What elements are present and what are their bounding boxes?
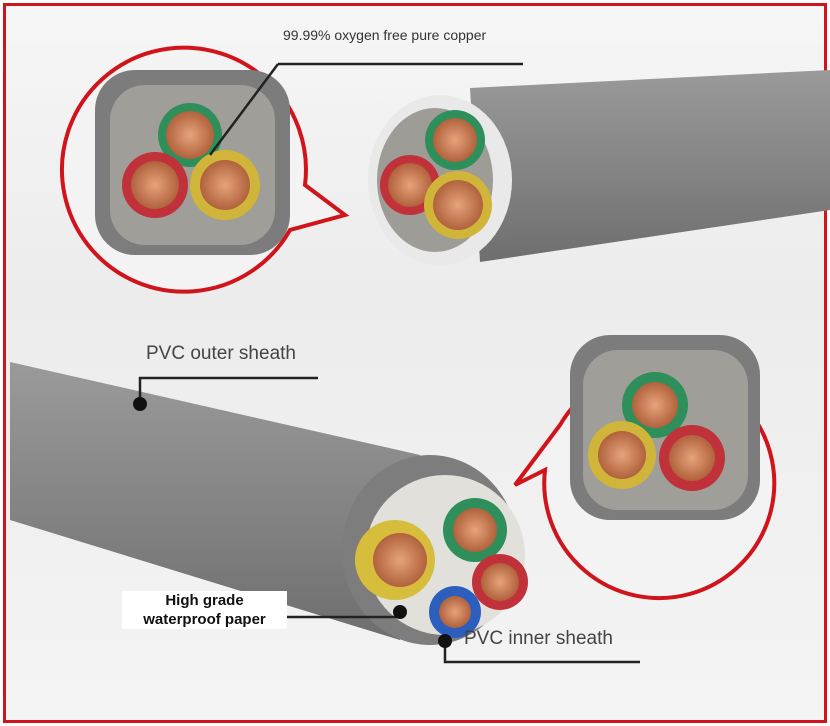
copper-label: 99.99% oxygen free pure copper: [283, 27, 487, 43]
leader-dots: [133, 397, 452, 648]
inner-sheath-label: PVC inner sheath: [464, 628, 613, 649]
waterproof-paper-line2: waterproof paper: [143, 611, 266, 628]
waterproof-paper-label: High grade waterproof paper: [122, 591, 287, 629]
waterproof-paper-line1: High grade: [165, 592, 244, 609]
top-zoom-bubble: [59, 45, 350, 294]
bottom-cable: [10, 362, 528, 645]
top-cable: [368, 70, 830, 265]
outer-sheath-label: PVC outer sheath: [146, 343, 296, 364]
right-zoom-bubble: [513, 335, 777, 601]
